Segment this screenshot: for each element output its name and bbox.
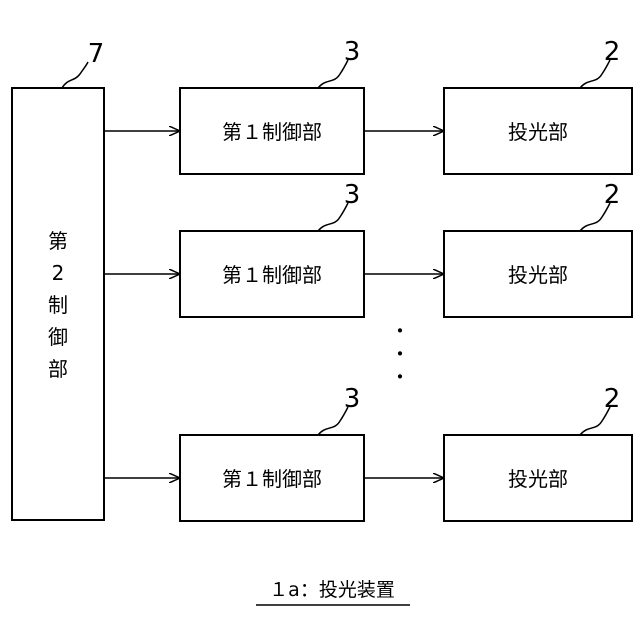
first-control-label-2: 第１制御部 (222, 263, 322, 287)
second-control-char-1: 第 (48, 229, 68, 253)
first-control-label-3: 第１制御部 (222, 467, 322, 491)
light-projector-label-1: 投光部 (508, 120, 568, 144)
second-control-leader-line (62, 62, 88, 88)
second-control-unit: 第 2 制 御 部 7 (12, 39, 104, 520)
figure-caption-group: １a：投光装置 (256, 579, 410, 605)
first-control-label-1: 第１制御部 (222, 120, 322, 144)
row-1: 第１制御部 3 投光部 2 (104, 37, 632, 174)
light-projector-ref-1: 2 (604, 37, 621, 67)
second-control-char-5: 部 (48, 357, 68, 381)
second-control-char-4: 御 (48, 325, 68, 349)
light-projector-label-2: 投光部 (508, 263, 568, 287)
second-control-ref: 7 (88, 39, 105, 69)
light-projector-label-3: 投光部 (508, 467, 568, 491)
light-projector-ref-2: 2 (604, 180, 621, 210)
ellipsis-dot-3: ・ (390, 365, 410, 389)
first-control-ref-1: 3 (344, 37, 361, 67)
second-control-char-3: 制 (48, 293, 68, 317)
ellipsis-dot-2: ・ (390, 342, 410, 366)
row-2: 第１制御部 3 投光部 2 (104, 180, 632, 317)
light-projector-ref-3: 2 (604, 384, 621, 414)
second-control-char-2: 2 (52, 261, 65, 285)
first-control-ref-3: 3 (344, 384, 361, 414)
first-control-ref-2: 3 (344, 180, 361, 210)
ellipsis-dot-1: ・ (390, 319, 410, 343)
vertical-ellipsis: ・ ・ ・ (390, 319, 410, 389)
figure-caption: １a：投光装置 (269, 579, 395, 601)
row-3: 第１制御部 3 投光部 2 (104, 384, 632, 521)
